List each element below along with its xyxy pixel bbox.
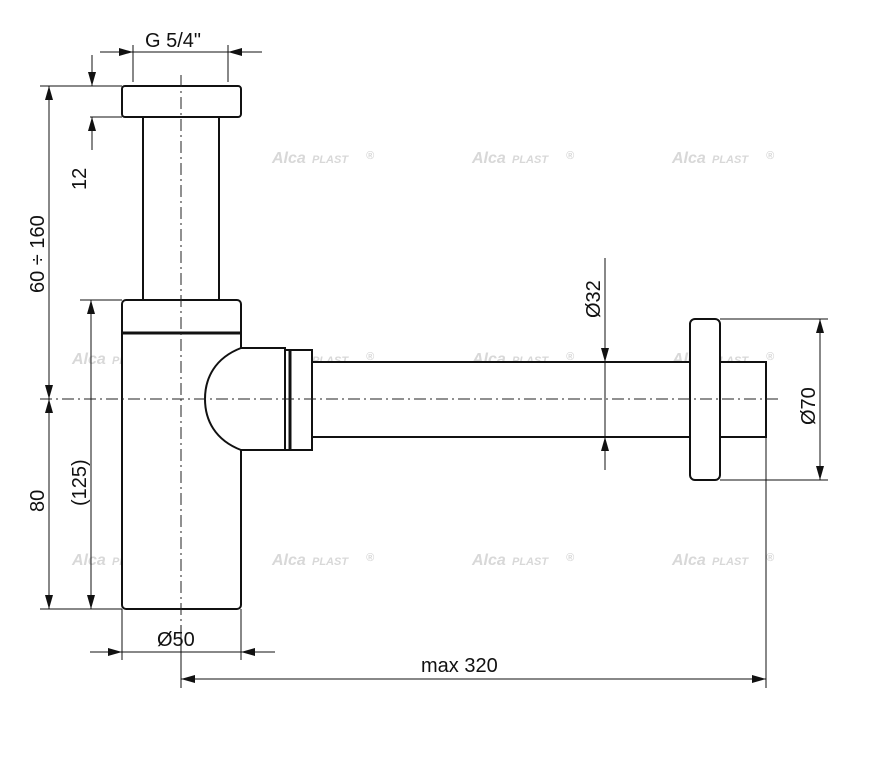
dimension-body-height: 80 <box>27 399 122 610</box>
dimension-rosette-diameter: Ø70 <box>720 318 828 481</box>
rosette-diameter-label: Ø70 <box>798 387 820 425</box>
dimension-thread: G 5/4" <box>100 30 262 82</box>
outlet-diameter-label: Ø32 <box>583 280 605 318</box>
svg-text:®: ® <box>566 150 575 162</box>
watermark: Alca PLAST ® <box>271 552 375 569</box>
dimension-height-range: 60 ÷ 160 <box>27 85 90 399</box>
body-height-alt-label: (125) <box>69 459 91 506</box>
svg-text:®: ® <box>766 552 775 564</box>
height-range-label: 60 ÷ 160 <box>27 215 49 293</box>
svg-text:Alca: Alca <box>671 552 706 569</box>
svg-text:Alca: Alca <box>71 552 106 569</box>
svg-text:PLAST: PLAST <box>312 556 349 568</box>
svg-text:Alca: Alca <box>671 150 706 167</box>
body-height-label: 80 <box>27 490 49 512</box>
watermark: Alca PLAST ® <box>671 150 775 167</box>
max-length-label: max 320 <box>421 655 498 677</box>
svg-text:Alca: Alca <box>271 552 306 569</box>
svg-text:PLAST: PLAST <box>312 154 349 166</box>
dimension-max-length: max 320 <box>180 437 767 688</box>
svg-text:Alca: Alca <box>71 351 106 368</box>
dimension-outlet-diameter: Ø32 <box>583 258 609 470</box>
svg-text:®: ® <box>766 150 775 162</box>
svg-text:®: ® <box>366 150 375 162</box>
watermark: Alca PLAST ® <box>671 552 775 569</box>
cap-height-label: 12 <box>69 168 91 190</box>
svg-text:®: ® <box>566 552 575 564</box>
svg-text:Alca: Alca <box>271 150 306 167</box>
watermark: Alca PLAST ® <box>471 150 575 167</box>
svg-text:PLAST: PLAST <box>712 556 749 568</box>
svg-text:Alca: Alca <box>471 150 506 167</box>
siphon-body <box>121 85 767 610</box>
dimension-body-height-alt: (125) <box>69 299 122 609</box>
watermark: Alca PLAST ® <box>271 150 375 167</box>
horizontal-pipe <box>311 361 691 438</box>
svg-text:PLAST: PLAST <box>512 556 549 568</box>
dimension-body-diameter: Ø50 <box>90 609 275 660</box>
svg-text:PLAST: PLAST <box>712 154 749 166</box>
svg-text:®: ® <box>766 351 775 363</box>
svg-text:®: ® <box>366 351 375 363</box>
watermark: Alca PLAST ® <box>471 552 575 569</box>
svg-text:®: ® <box>366 552 375 564</box>
body-diameter-label: Ø50 <box>157 629 195 651</box>
svg-text:®: ® <box>566 351 575 363</box>
svg-text:Alca: Alca <box>471 552 506 569</box>
svg-text:PLAST: PLAST <box>512 154 549 166</box>
center-lines <box>40 75 780 625</box>
thread-label: G 5/4" <box>145 30 201 52</box>
dimension-cap-height: 12 <box>69 55 122 190</box>
